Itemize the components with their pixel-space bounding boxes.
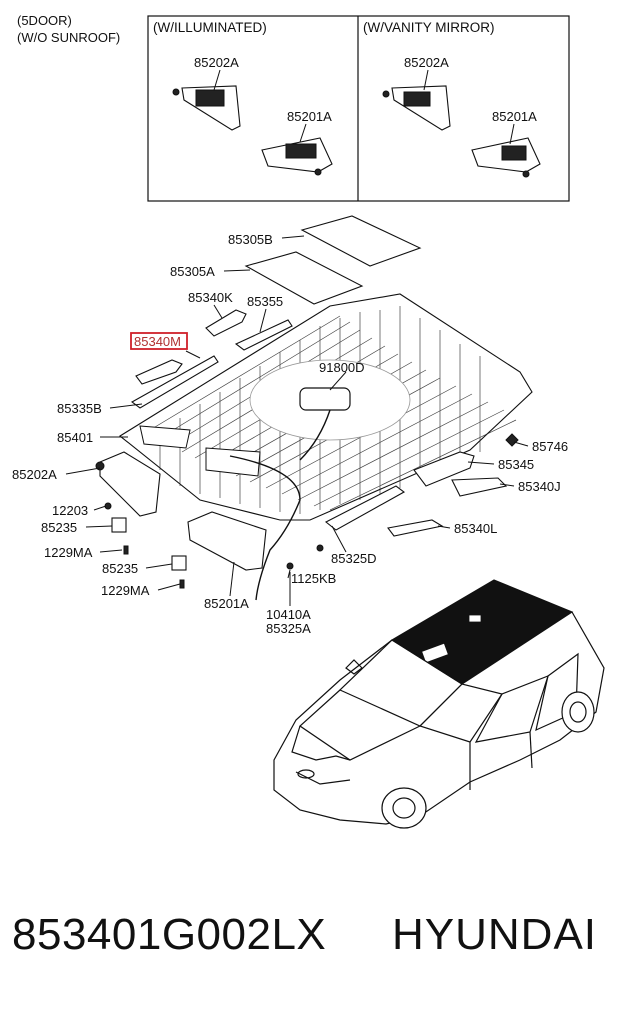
label-85345: 85345 xyxy=(498,457,534,472)
label-85235-a: 85235 xyxy=(41,520,77,535)
vanity-label-right: 85201A xyxy=(492,109,537,124)
label-1229MA-a: 1229MA xyxy=(44,545,93,560)
label-85340K: 85340K xyxy=(188,290,233,305)
sun-visor-85202A xyxy=(95,451,161,517)
vanity-visor-left xyxy=(382,85,451,131)
illuminated-title: (W/ILLUMINATED) xyxy=(153,20,267,35)
sun-visor-85201A xyxy=(187,511,267,571)
parts-diagram: (5DOOR) (W/O SUNROOF) (W/ILLUMINATED) (W… xyxy=(12,13,605,829)
label-85746: 85746 xyxy=(532,439,568,454)
label-85305A: 85305A xyxy=(170,264,215,279)
grab-handle-85340K xyxy=(205,309,247,337)
car-illustration xyxy=(273,579,605,829)
roof-pad-85305B xyxy=(300,215,422,267)
assist-bar-85355 xyxy=(234,319,293,351)
fastener-85746 xyxy=(505,433,519,447)
screw-1229MA-a xyxy=(123,545,129,555)
brand-name: HYUNDAI xyxy=(392,910,598,959)
label-10410A: 10410A xyxy=(266,607,311,622)
holder-85235-a xyxy=(111,517,127,533)
label-85325A: 85325A xyxy=(266,621,311,636)
label-85325D: 85325D xyxy=(331,551,377,566)
label-1229MA-b: 1229MA xyxy=(101,583,150,598)
illuminated-label-right: 85201A xyxy=(287,109,332,124)
label-91800D: 91800D xyxy=(319,360,365,375)
headlining-85401 xyxy=(119,293,533,521)
label-85340J: 85340J xyxy=(518,479,561,494)
label-85202A: 85202A xyxy=(12,467,57,482)
clip-1125KB xyxy=(286,562,294,570)
grab-handle-85340M xyxy=(135,359,183,385)
strip-85335B xyxy=(130,355,219,409)
vanity-title: (W/VANITY MIRROR) xyxy=(363,20,495,35)
holder-85235-b xyxy=(171,555,187,571)
vanity-label-left: 85202A xyxy=(404,55,449,70)
vanity-visor-right xyxy=(471,137,541,178)
grab-handle-85340J xyxy=(451,477,508,497)
illuminated-visor-left xyxy=(172,85,241,131)
footer: 853401G002LX HYUNDAI xyxy=(0,900,622,980)
label-85340L: 85340L xyxy=(454,521,497,536)
door-note: (5DOOR) xyxy=(17,13,72,28)
label-85335B: 85335B xyxy=(57,401,102,416)
screw-1229MA-b xyxy=(179,579,185,589)
label-85235-b: 85235 xyxy=(102,561,138,576)
label-85305B: 85305B xyxy=(228,232,273,247)
label-85201A: 85201A xyxy=(204,596,249,611)
grab-handle-85340L xyxy=(387,519,444,537)
illuminated-label-left: 85202A xyxy=(194,55,239,70)
illuminated-visor-right xyxy=(261,137,333,176)
label-12203: 12203 xyxy=(52,503,88,518)
highlighted-part-85340M: 85340M xyxy=(130,332,188,350)
roof-note: (W/O SUNROOF) xyxy=(17,30,120,45)
roof-pad-85305A xyxy=(244,251,364,305)
label-85401: 85401 xyxy=(57,430,93,445)
label-85340M: 85340M xyxy=(134,334,181,349)
label-1125KB: 1125KB xyxy=(291,571,336,586)
label-85355: 85355 xyxy=(247,294,283,309)
clip-85325D xyxy=(316,544,324,552)
variants-box: (W/ILLUMINATED) (W/VANITY MIRROR) 85202A… xyxy=(147,15,570,202)
part-number: 853401G002LX xyxy=(12,910,327,959)
